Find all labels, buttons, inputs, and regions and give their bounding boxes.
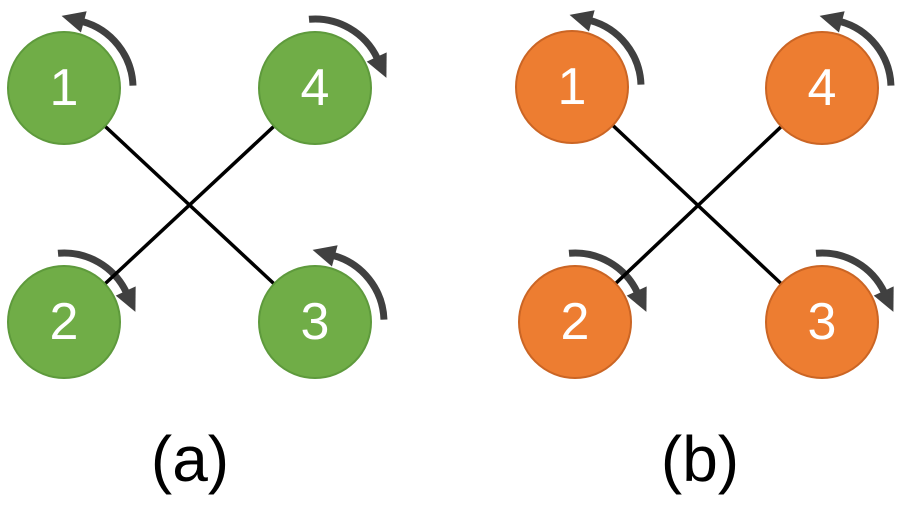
rotor-b-4-number: 4 (807, 59, 837, 117)
rotation-arrow-a-rotor2-cw-icon (57, 249, 136, 312)
rotor-a-3-number: 3 (300, 293, 330, 351)
rotation-arrow-a-rotor3-ccw-icon (312, 245, 388, 320)
rotation-arrow-b-rotor1-ccw-icon (569, 10, 645, 85)
rotation-arrow-b-rotor2-cw-icon (568, 249, 647, 312)
rotation-arrow-b-rotor3-cw-icon (815, 249, 894, 312)
rotation-arrow-a-rotor4-cw-icon (308, 15, 387, 78)
rotor-b-4: 4 (765, 31, 879, 145)
rotor-b-1-number: 1 (557, 58, 587, 116)
rotor-a-2-number: 2 (49, 293, 79, 351)
rotation-arrow-b-rotor4-ccw-icon (819, 11, 895, 86)
caption-diagram-a: (a) (150, 423, 230, 495)
rotor-b-3: 3 (765, 265, 879, 379)
rotor-b-2: 2 (518, 265, 632, 379)
rotation-arrow-a-rotor1-ccw-icon (61, 11, 137, 86)
rotor-a-4-number: 4 (300, 59, 330, 117)
rotor-a-1: 1 (7, 31, 121, 145)
rotor-a-3: 3 (258, 265, 372, 379)
rotor-b-3-number: 3 (807, 293, 837, 351)
caption-diagram-b: (b) (660, 423, 740, 495)
rotor-a-2: 2 (7, 265, 121, 379)
rotor-a-1-number: 1 (49, 59, 79, 117)
rotor-b-1: 1 (515, 30, 629, 144)
rotor-a-4: 4 (258, 31, 372, 145)
rotor-b-2-number: 2 (560, 293, 590, 351)
